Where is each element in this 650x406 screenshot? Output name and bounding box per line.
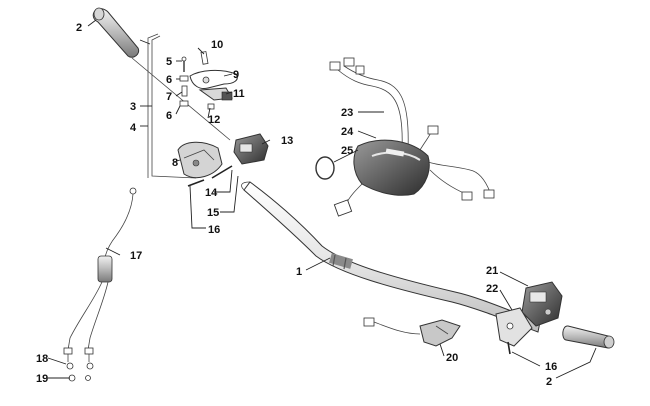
callout-11: 11	[233, 88, 245, 100]
wiring-harness	[329, 57, 495, 217]
screw-right	[507, 341, 511, 355]
callout-14: 14	[205, 187, 218, 199]
callout-21: 21	[486, 265, 498, 277]
callout-17: 17	[130, 250, 142, 262]
callout-25: 25	[341, 145, 353, 157]
callout-6-lower: 6	[166, 110, 172, 122]
callout-6-upper: 6	[166, 74, 172, 86]
left-switch-housing	[177, 141, 223, 179]
throttle-sensor	[198, 87, 233, 101]
callout-labels: 2 5 6 7 6 10 9 11 12 3 4 13 8 14 15 16 1…	[36, 22, 557, 388]
callout-9: 9	[233, 69, 239, 81]
throttle-lever	[189, 69, 238, 89]
callout-23: 23	[341, 107, 353, 119]
callout-3: 3	[130, 101, 136, 113]
callout-20: 20	[446, 352, 458, 364]
callout-16-left: 16	[208, 224, 220, 236]
cable-bracket-lines	[131, 33, 231, 179]
switch-module-left	[233, 133, 269, 165]
callout-15: 15	[207, 207, 219, 219]
callout-19: 19	[36, 373, 48, 385]
callout-16-right: 16	[545, 361, 557, 373]
callout-1: 1	[296, 266, 302, 278]
callout-2-left-grip: 2	[76, 22, 82, 34]
callout-10: 10	[211, 39, 223, 51]
right-grip	[562, 325, 615, 349]
small-hardware	[179, 51, 215, 110]
callout-2-right-grip: 2	[546, 376, 552, 388]
left-grip	[92, 7, 140, 58]
callout-7: 7	[166, 91, 172, 103]
handlebar	[241, 181, 541, 333]
module-housing	[353, 139, 430, 196]
callout-5: 5	[166, 56, 172, 68]
callout-12: 12	[208, 114, 220, 126]
screws-left	[187, 165, 233, 187]
callout-8: 8	[172, 157, 178, 169]
right-switch-housing	[521, 281, 563, 327]
leader-lines	[47, 19, 597, 379]
right-bracket	[495, 307, 533, 347]
callout-24: 24	[341, 126, 354, 138]
callout-4: 4	[130, 122, 137, 134]
callout-18: 18	[36, 353, 48, 365]
throttle-cable	[63, 187, 137, 382]
callout-22: 22	[486, 283, 498, 295]
grip-heater-harness	[363, 317, 461, 347]
callout-13: 13	[281, 135, 293, 147]
o-ring	[315, 156, 335, 180]
